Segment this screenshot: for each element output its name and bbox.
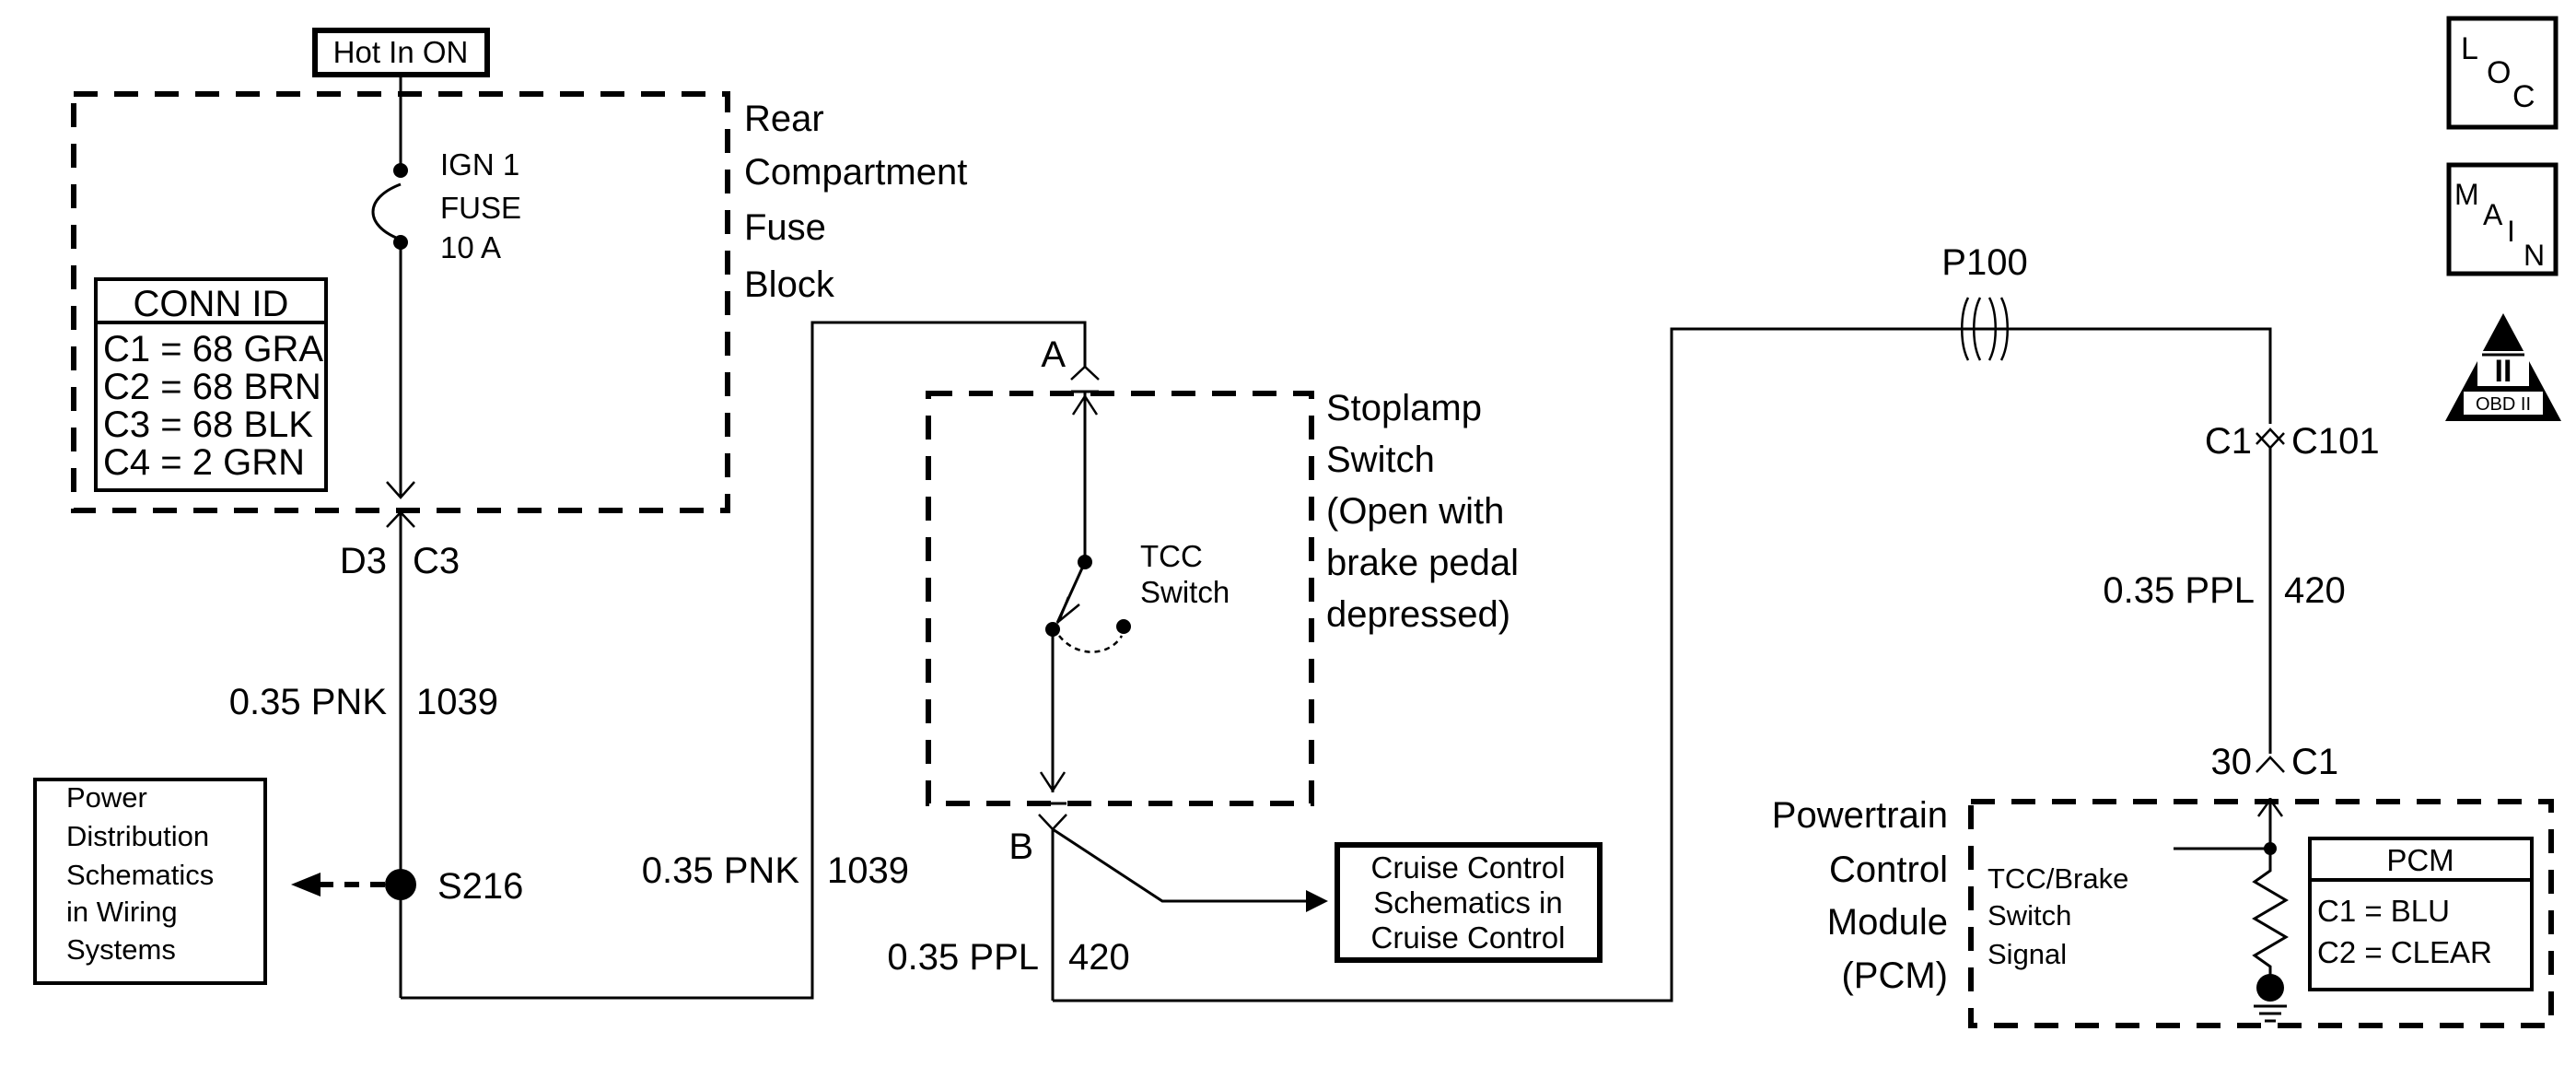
c1-label: C1 (2205, 421, 2252, 462)
pcm-c1-label: C1 (2291, 742, 2338, 782)
obd-label: OBD II (2476, 394, 2531, 415)
conn-id-row: C2 = 68 BRN (103, 367, 321, 407)
wire-pnk-lower-gauge: 0.35 PNK (642, 850, 800, 891)
wire-pnk-lower-circuit: 1039 (827, 850, 909, 891)
connector-b (1038, 814, 1067, 831)
pcm-signal-label: TCC/Brake (1987, 862, 2128, 895)
pcm-label: Module (1827, 902, 1948, 943)
fuse-icon (371, 182, 402, 241)
main-letter: N (2524, 239, 2545, 272)
c101-label: C101 (2291, 421, 2380, 462)
wire-ppl-lower-circuit: 420 (1068, 937, 1130, 978)
pcm-label: (PCM) (1841, 955, 1948, 996)
stoplamp-title: (Open with (1326, 491, 1504, 532)
conn-id-row: C1 = 68 GRA (103, 329, 323, 369)
conn-id-row: C3 = 68 BLK (103, 404, 313, 445)
pcm-outline (1968, 799, 2554, 1028)
loc-letter: L (2461, 31, 2478, 66)
ground-terminal (2256, 974, 2284, 1002)
obd-numeral: II (2495, 354, 2512, 389)
connector-a (1070, 365, 1100, 381)
fuse-terminal-top (393, 163, 408, 178)
tcc-switch-label: Switch (1140, 575, 1230, 609)
fuse-block: Rear Compartment Fuse Block Hot In ON IG… (71, 28, 967, 581)
terminal-a-label: A (1041, 334, 1066, 375)
fuse-block-title-3: Fuse (744, 207, 826, 248)
pcm-conn-table: PCM C1 = BLU C2 = CLEAR (2308, 837, 2534, 991)
main-letter: A (2483, 198, 2503, 231)
pcm-label: Powertrain (1772, 795, 1948, 836)
loc-button[interactable]: L O C (2446, 16, 2559, 130)
fuse-block-title-4: Block (744, 264, 835, 305)
power-distribution-line: in Wiring (66, 896, 178, 928)
hot-in-on-label: Hot In ON (333, 35, 469, 69)
arrow-right-icon (1306, 890, 1328, 912)
switch-contact-open (1116, 619, 1131, 634)
fuse-label-2: FUSE (440, 191, 521, 225)
splice-label: S216 (437, 866, 523, 907)
pcm-signal-label: Signal (1987, 938, 2067, 970)
connector-pcm-c1 (2255, 756, 2285, 773)
conn-id-table: CONN ID C1 = 68 GRA C2 = 68 BRN C3 = 68 … (94, 277, 328, 492)
main-button[interactable]: M A I N (2446, 162, 2559, 276)
conn-id-header: CONN ID (134, 284, 289, 324)
stoplamp-title: Stoplamp (1326, 388, 1482, 428)
pcm-table-row: C2 = CLEAR (2317, 935, 2492, 969)
wire-pnk-upper-gauge: 0.35 PNK (229, 682, 388, 722)
terminal-b-label: B (1008, 826, 1033, 867)
wire-pnk-upper-circuit: 1039 (416, 682, 498, 722)
resistor-icon (2252, 849, 2289, 986)
cruise-control-link[interactable]: Cruise Control Schematics in Cruise Cont… (1335, 842, 1603, 963)
cruise-line: Schematics in (1373, 885, 1562, 920)
stoplamp-switch: Stoplamp Switch (Open with brake pedal d… (926, 334, 1519, 867)
power-distribution-line: Schematics (66, 859, 214, 891)
pin-c3-label: C3 (413, 541, 460, 581)
arrow-left-icon (291, 873, 321, 897)
main-letter: M (2454, 178, 2479, 211)
cruise-line: Cruise Control (1371, 920, 1566, 955)
conn-id-row: C4 = 2 GRN (103, 442, 305, 483)
fuse-label-3: 10 A (440, 230, 501, 264)
pcm-signal-label: Switch (1987, 899, 2071, 932)
pcm-table-row: C1 = BLU (2317, 894, 2450, 928)
cruise-line: Cruise Control (1371, 850, 1566, 885)
stoplamp-title: Switch (1326, 440, 1435, 480)
power-distribution-link[interactable]: Power Distribution Schematics in Wiring … (33, 778, 267, 985)
fuse-block-title-1: Rear (744, 99, 824, 139)
tcc-switch-label: TCC (1140, 539, 1203, 573)
wire-ppl-right-gauge: 0.35 PPL (2103, 570, 2255, 611)
power-distribution-line: Distribution (66, 820, 209, 852)
pin-30-label: 30 (2211, 742, 2253, 782)
power-distribution-line: Power (66, 781, 147, 814)
stoplamp-title: depressed) (1326, 594, 1510, 635)
main-letter: I (2507, 215, 2515, 248)
pcm-label: Control (1829, 850, 1948, 890)
obd-ii-button[interactable]: II OBD II (2445, 313, 2561, 421)
power-distribution-line: Systems (66, 933, 176, 966)
fuse-label-1: IGN 1 (440, 147, 519, 182)
wire-ppl-lower-gauge: 0.35 PPL (887, 937, 1039, 978)
wire-ppl-right-circuit: 420 (2284, 570, 2346, 611)
loc-letter: C (2512, 79, 2535, 114)
loc-letter: O (2487, 55, 2511, 90)
stoplamp-outline (926, 391, 1314, 806)
pin-d3-label: D3 (340, 541, 387, 581)
stoplamp-title: brake pedal (1326, 543, 1519, 583)
pcm-table-header: PCM (2386, 843, 2454, 877)
fuse-block-title-2: Compartment (744, 152, 967, 193)
connector-p100: P100 (1941, 242, 2028, 361)
splice-s216 (385, 869, 416, 900)
p100-label: P100 (1941, 242, 2027, 283)
pcm-module: Powertrain Control Module (PCM) TCC/Brak… (1772, 795, 2554, 1028)
